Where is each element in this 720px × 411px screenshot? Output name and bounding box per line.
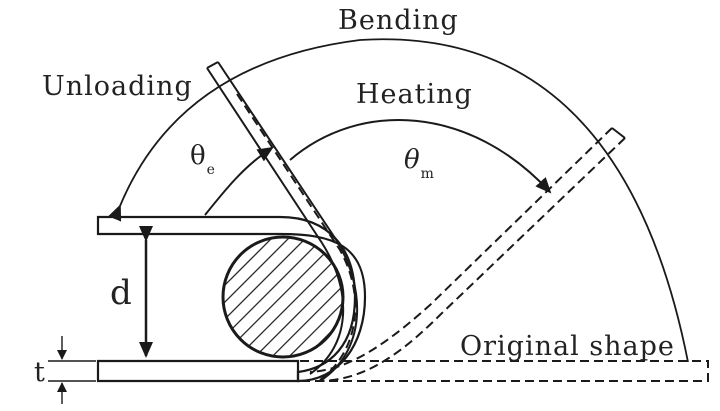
theta-e-label: θe xyxy=(190,141,215,177)
inclined-plate-solid xyxy=(206,67,345,375)
theta-m-symbol: θ xyxy=(404,145,420,175)
heating-label: Heating xyxy=(356,79,473,110)
heating-arc xyxy=(289,119,552,194)
bending-arc xyxy=(108,38,689,363)
unloading-label: Unloading xyxy=(42,71,193,102)
theta-m-subscript: m xyxy=(420,166,434,182)
mandrel xyxy=(221,235,345,359)
bottom-plate xyxy=(96,359,300,383)
theta-e-arc xyxy=(204,146,274,216)
rotated-plate-dashed xyxy=(309,127,613,373)
theta-e-symbol: θ xyxy=(190,141,206,171)
bending-label: Bending xyxy=(338,5,459,36)
unloaded-plate xyxy=(96,215,367,383)
theta-m-label: θm xyxy=(404,145,434,181)
t-label: t xyxy=(34,357,46,388)
d-label: d xyxy=(110,273,132,313)
original-shape-label: Original shape xyxy=(460,331,675,362)
original-plate xyxy=(300,360,709,382)
theta-e-subscript: e xyxy=(206,162,215,178)
